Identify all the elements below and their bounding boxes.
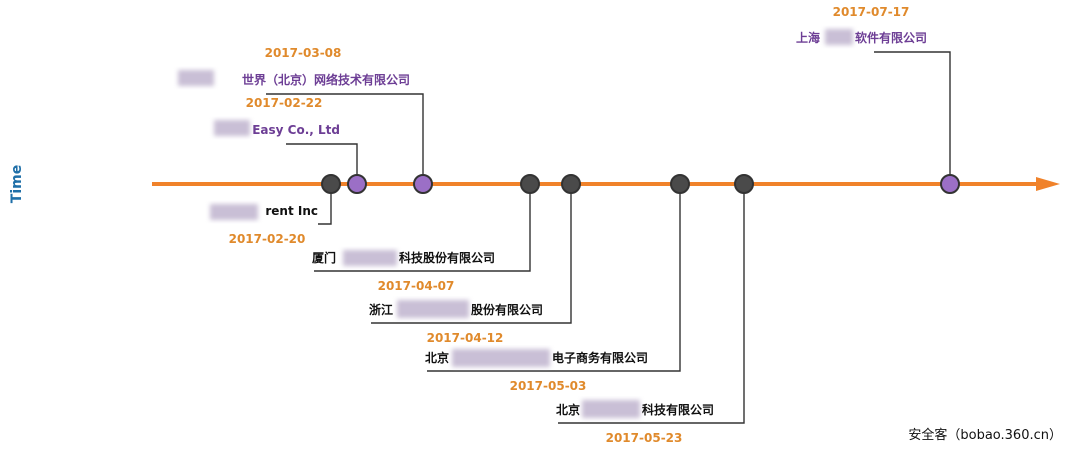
event-node xyxy=(561,174,581,194)
event-node xyxy=(321,174,341,194)
event-org-label: 浙江股份有限公司 xyxy=(369,302,543,317)
event-connector xyxy=(266,93,424,175)
timeline-event: 北京电子商务有限公司 2017-05-03 xyxy=(425,174,690,393)
redacted-region xyxy=(178,70,214,86)
timeline-event: 上海软件有限公司 2017-07-17 xyxy=(796,5,960,194)
event-connector xyxy=(874,51,951,175)
redacted-region xyxy=(210,204,258,220)
event-org-label: 北京科技有限公司 xyxy=(556,402,714,417)
event-org-label: 世界（北京）网络技术有限公司 xyxy=(242,72,410,87)
timeline-event: rent Inc 2017-02-20 xyxy=(210,174,341,246)
event-org-label: 北京电子商务有限公司 xyxy=(425,350,648,365)
event-node xyxy=(520,174,540,194)
timeline-events: rent Inc 2017-02-20 Easy Co., Ltd 2017-02-2… xyxy=(178,5,960,445)
timeline-event: Easy Co., Ltd 2017-02-22 xyxy=(214,96,367,194)
event-connector xyxy=(371,193,572,324)
redacted-region xyxy=(397,300,469,318)
event-connector xyxy=(318,193,332,225)
event-org-label: Easy Co., Ltd xyxy=(252,123,340,137)
event-node xyxy=(347,174,367,194)
event-org-label: 上海软件有限公司 xyxy=(796,30,927,45)
redacted-region xyxy=(214,120,250,136)
event-date-label: 2017-05-03 xyxy=(510,379,587,393)
event-org-label: rent Inc xyxy=(265,204,318,218)
timeline-event: 世界（北京）网络技术有限公司 2017-03-08 xyxy=(178,46,433,194)
axis-title: Time xyxy=(9,165,25,203)
event-date-label: 2017-07-17 xyxy=(833,5,910,19)
redacted-region xyxy=(343,250,397,266)
source-credit: 安全客（bobao.360.cn） xyxy=(908,427,1062,443)
redacted-region xyxy=(452,349,550,367)
event-date-label: 2017-04-07 xyxy=(378,279,455,293)
event-node xyxy=(940,174,960,194)
event-date-label: 2017-04-12 xyxy=(427,331,504,345)
event-date-label: 2017-02-22 xyxy=(246,96,323,110)
event-date-label: 2017-02-20 xyxy=(229,232,306,246)
event-connector xyxy=(427,193,681,372)
timeline-event: 厦门科技股份有限公司 2017-04-07 xyxy=(312,174,540,293)
redacted-region xyxy=(582,400,640,418)
event-date-label: 2017-03-08 xyxy=(265,46,342,60)
event-connector xyxy=(286,143,358,175)
redacted-region xyxy=(825,29,853,45)
axis-arrow-icon xyxy=(1036,177,1060,191)
event-org-label: 厦门科技股份有限公司 xyxy=(312,250,495,265)
event-node xyxy=(413,174,433,194)
event-connector xyxy=(314,193,531,272)
event-connector xyxy=(558,193,745,424)
event-node xyxy=(670,174,690,194)
timeline-event: 浙江股份有限公司 2017-04-12 xyxy=(369,174,581,345)
event-date-label: 2017-05-23 xyxy=(606,431,683,445)
timeline-event: 北京科技有限公司 2017-05-23 xyxy=(556,174,754,445)
event-node xyxy=(734,174,754,194)
